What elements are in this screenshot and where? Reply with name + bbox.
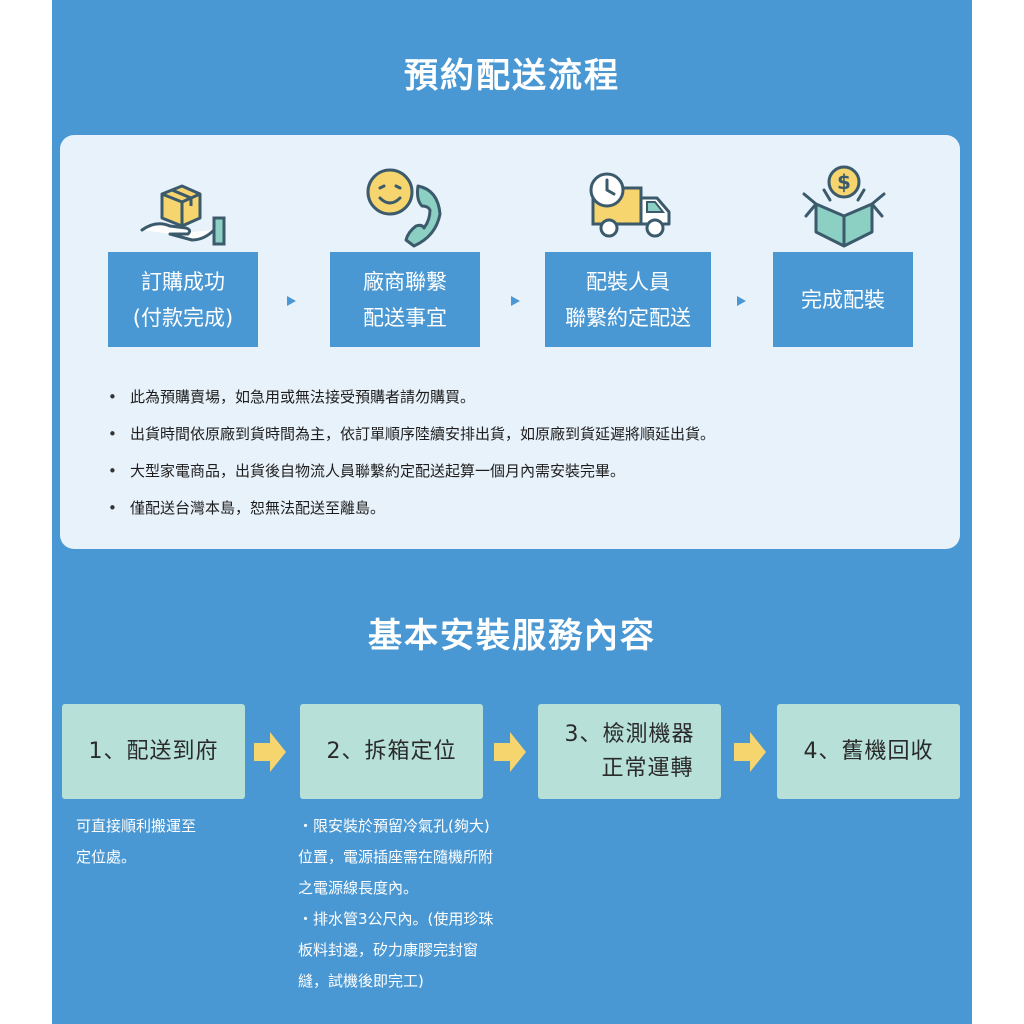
play-arrow-icon (287, 296, 296, 306)
step-line1: 完成配裝 (801, 287, 885, 312)
arrow-right-icon (252, 730, 288, 774)
arrow-right-icon (492, 730, 528, 774)
install-line1: 4、舊機回收 (803, 738, 934, 764)
delivery-step-ordered: 訂購成功 (付款完成) (108, 252, 258, 347)
box-coin-icon: $ (796, 160, 892, 256)
step-line2: 配送事宜 (363, 305, 447, 330)
play-arrow-icon (737, 296, 746, 306)
truck-clock-icon (581, 160, 677, 256)
svg-text:$: $ (837, 170, 851, 194)
step-line1: 配裝人員 (586, 269, 670, 294)
smile-phone-icon (356, 160, 452, 256)
note-item: 出貨時間依原廠到貨時間為主，依訂單順序陸續安排出貨，如原廠到貨延遲將順延出貨。 (108, 423, 950, 460)
note-item: 僅配送台灣本島，恕無法配送至離島。 (108, 497, 950, 534)
desc-line: 可直接順利搬運至 (76, 817, 197, 835)
delivery-title: 預約配送流程 (404, 56, 620, 96)
delivery-step-complete: 完成配裝 (773, 252, 913, 347)
install-line1: 2、拆箱定位 (326, 738, 457, 764)
desc-line: ・排水管3公尺內。(使用珍珠 (298, 910, 494, 928)
install-step-delivery: 1、配送到府 (62, 704, 245, 799)
install-line1: 1、配送到府 (88, 738, 219, 764)
step-line1: 訂購成功 (141, 269, 225, 294)
desc-line: ・限安裝於預留冷氣孔(夠大) (298, 817, 490, 835)
step-line1: 廠商聯繫 (363, 269, 447, 294)
install-step-recycle: 4、舊機回收 (777, 704, 960, 799)
step-line2: 聯繫約定配送 (565, 305, 691, 330)
arrow-right-icon (732, 730, 768, 774)
install-step-unbox: 2、拆箱定位 (300, 704, 483, 799)
note-item: 此為預購賣場，如急用或無法接受預購者請勿購買。 (108, 386, 950, 423)
desc-line: 之電源線長度內。 (298, 879, 419, 897)
note-item: 大型家電商品，出貨後自物流人員聯繫約定配送起算一個月內需安裝完畢。 (108, 460, 950, 497)
desc-line: 位置，電源插座需在隨機所附 (298, 848, 494, 866)
install-title: 基本安裝服務內容 (368, 616, 656, 656)
install-desc-delivery: 可直接順利搬運至 定位處。 (76, 811, 276, 873)
delivery-notes-list: 此為預購賣場，如急用或無法接受預購者請勿購買。 出貨時間依原廠到貨時間為主，依訂… (108, 386, 950, 534)
delivery-step-schedule: 配裝人員 聯繫約定配送 (545, 252, 711, 347)
play-arrow-icon (511, 296, 520, 306)
step-line2: (付款完成) (132, 305, 234, 330)
install-line1: 3、檢測機器 (564, 721, 695, 747)
hand-box-icon (134, 158, 230, 254)
install-step-test: 3、檢測機器 正常運轉 (538, 704, 721, 799)
desc-line: 定位處。 (76, 848, 137, 866)
install-line2: 正常運轉 (601, 755, 694, 781)
install-desc-unbox: ・限安裝於預留冷氣孔(夠大) 位置，電源插座需在隨機所附 之電源線長度內。 ・排… (298, 811, 548, 997)
delivery-step-contact: 廠商聯繫 配送事宜 (330, 252, 480, 347)
desc-line: 板料封邊，矽力康膠完封窗 (298, 941, 479, 959)
desc-line: 縫，試機後即完工) (298, 972, 424, 990)
